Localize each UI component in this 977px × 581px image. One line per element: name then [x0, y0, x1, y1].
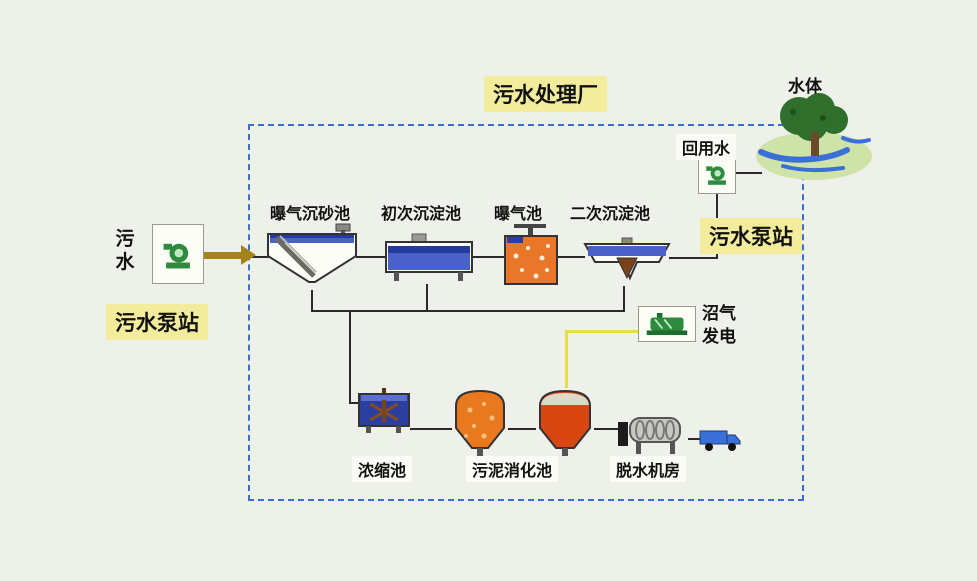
plant-boundary-box: [248, 124, 804, 501]
secondary-sedimentation-label: 二次沉淀池: [570, 206, 651, 223]
sludge-drop-secondary: [623, 286, 625, 312]
biogas-generator-icon: [644, 311, 690, 337]
influent-arrow-shaft: [204, 252, 242, 259]
sludge-into-thickener: [349, 402, 363, 404]
pump-station-right-label: 污水泵站: [700, 218, 802, 254]
grit-chamber-icon: [266, 222, 358, 292]
sludge-down-line: [349, 310, 351, 404]
sludge-drop-grit: [311, 290, 313, 312]
dewatering-machine-icon: [616, 410, 692, 458]
line-dewatering-truck: [688, 438, 702, 440]
sludge-digester-label: 污泥消化池: [466, 456, 559, 482]
effluent-line-h: [669, 257, 718, 259]
discharge-line-to-waterbody: [734, 172, 762, 174]
primary-sedimentation-label: 初次沉淀池: [381, 206, 462, 223]
thickener-icon: [356, 386, 412, 434]
pump-icon: [161, 235, 195, 273]
biogas-label-line1: 沼气: [702, 304, 736, 323]
sewage-inflow-label: 污水: [115, 229, 135, 273]
reuse-water-label: 回用水: [676, 134, 737, 160]
sludge-truck-icon: [698, 424, 742, 454]
flow-line-primary-aeration: [472, 256, 504, 258]
water-body-label: 水体: [788, 77, 822, 96]
line-digester-dewatering: [594, 428, 618, 430]
pump-station-left-label: 污水泵站: [106, 304, 208, 340]
sludge-digester2-icon: [534, 386, 596, 458]
sludge-header-line: [311, 310, 625, 312]
flow-line-grit-primary: [356, 256, 386, 258]
biogas-line-h: [565, 330, 641, 333]
flow-line-aeration-secondary: [558, 256, 585, 258]
biogas-power-label: 沼气 发电: [702, 302, 736, 348]
influent-pump-box: [152, 224, 204, 284]
reuse-pump-box: [698, 154, 736, 194]
thickener-label: 浓缩池: [352, 456, 413, 482]
line-thickener-digester: [410, 428, 452, 430]
primary-sedimentation-icon: [384, 232, 474, 284]
inlet-line: [250, 256, 272, 258]
plant-title: 污水处理厂: [484, 76, 607, 112]
sludge-digester1-icon: [450, 386, 510, 458]
water-body-icon: [753, 90, 875, 185]
biogas-label-line2: 发电: [702, 327, 736, 346]
grit-chamber-label: 曝气沉砂池: [270, 206, 351, 223]
sludge-drop-primary: [426, 284, 428, 312]
aeration-tank-label: 曝气池: [494, 206, 543, 223]
biogas-generator-box: [638, 306, 696, 342]
pump-icon: [704, 160, 730, 188]
biogas-line-v: [565, 330, 568, 388]
influent-arrow-head: [241, 245, 256, 265]
secondary-sedimentation-icon: [583, 236, 671, 288]
line-digester1-digester2: [508, 428, 536, 430]
dewatering-room-label: 脱水机房: [610, 456, 687, 482]
aeration-tank-icon: [502, 222, 560, 288]
